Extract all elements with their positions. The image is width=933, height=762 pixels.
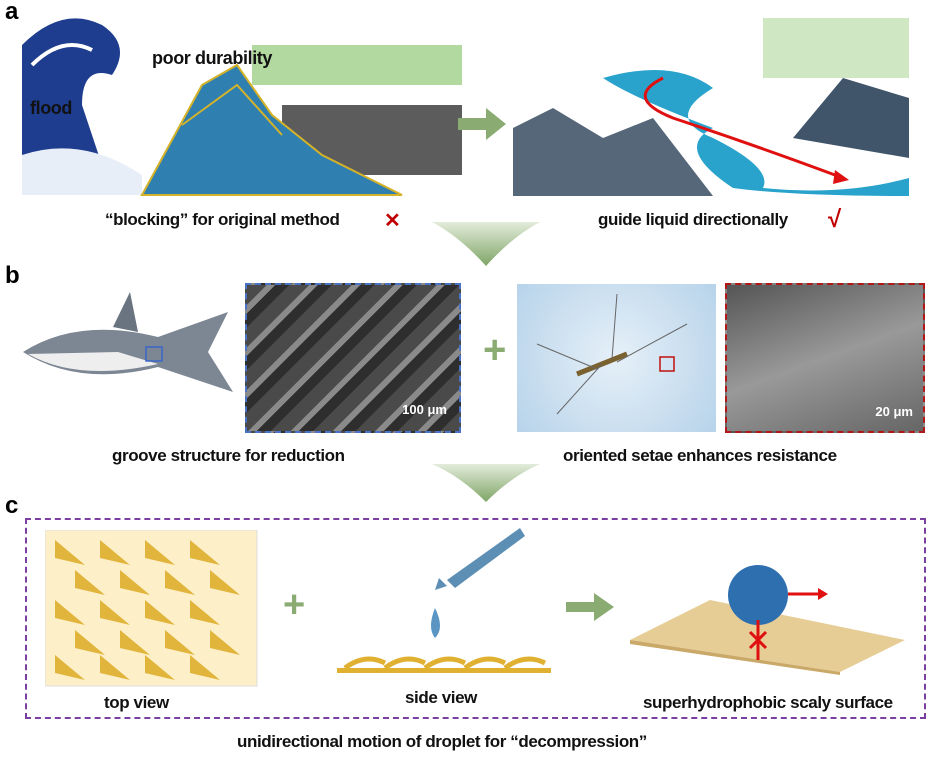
- right-arrow-icon: [458, 108, 506, 140]
- down-arrow-icon: [432, 222, 540, 266]
- panel-label-c: c: [5, 492, 19, 519]
- down-arrow-icon-2: [432, 464, 540, 502]
- setae-sem-image: 20 μm: [725, 283, 925, 433]
- flood-mountain-illustration: [22, 18, 462, 196]
- setae-caption: oriented setae enhances resistance: [563, 446, 837, 465]
- check-mark-icon: √: [828, 206, 841, 233]
- panel-c-frame: [25, 518, 926, 719]
- side-view-caption: side view: [405, 688, 477, 707]
- shark-image: [23, 292, 233, 392]
- scale-bar-20um: 20 μm: [875, 404, 913, 419]
- top-view-caption: top view: [104, 693, 169, 712]
- surface-caption: superhydrophobic scaly surface: [643, 693, 893, 712]
- poor-durability-label: poor durability: [152, 48, 273, 68]
- groove-caption: groove structure for reduction: [112, 446, 345, 465]
- blocking-caption: “blocking” for original method: [105, 210, 340, 229]
- water-strider-image: [517, 284, 716, 432]
- scaly-surface-droplet: [630, 565, 905, 675]
- right-arrow-icon-2: [566, 593, 614, 621]
- river-landscape-illustration: [513, 18, 909, 196]
- scale-bar-100um: 100 μm: [402, 402, 447, 417]
- panel-label-b: b: [5, 262, 20, 289]
- side-view-dropper: [337, 528, 551, 673]
- shark-skin-sem-image: 100 μm: [245, 283, 461, 433]
- cross-mark-icon: ✕: [384, 210, 401, 232]
- plus-icon-2: +: [283, 584, 305, 626]
- guide-liquid-caption: guide liquid directionally: [598, 210, 788, 229]
- bottom-caption: unidirectional motion of droplet for “de…: [237, 732, 647, 751]
- panel-label-a: a: [5, 0, 19, 25]
- plus-icon: +: [483, 328, 506, 372]
- flood-label: flood: [30, 98, 72, 118]
- top-view-pattern: [45, 530, 258, 687]
